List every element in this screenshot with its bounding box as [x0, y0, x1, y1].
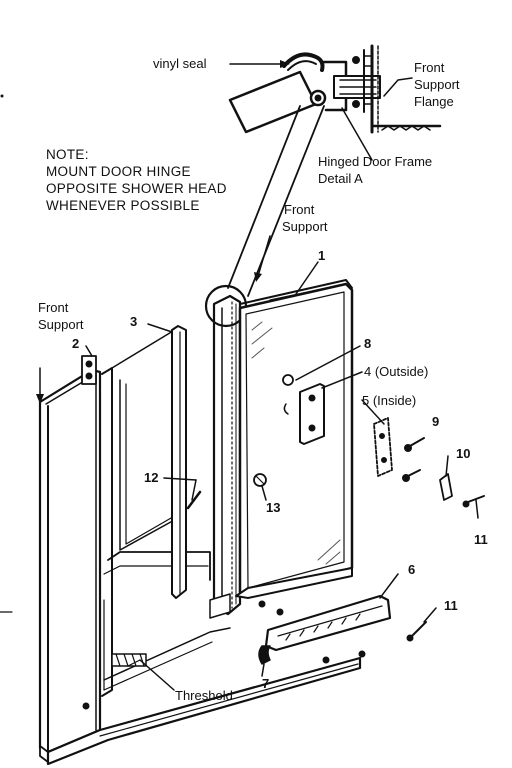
callout-8: 8 [364, 336, 372, 351]
callout-3: 3 [130, 314, 138, 329]
threshold [46, 593, 362, 766]
label-threshold: Threshold [175, 688, 233, 703]
callout-1: 1 [318, 248, 326, 263]
callout-13: 13 [266, 500, 281, 515]
callout-2: 2 [72, 336, 80, 351]
detail-a-inset [228, 44, 442, 134]
note-line-2: OPPOSITE SHOWER HEAD [46, 181, 227, 196]
door-panel [235, 279, 354, 599]
callout-11-lower: 11 [444, 598, 458, 613]
label-front-support-flange-3: Flange [414, 94, 454, 109]
callout-11-upper: 11 [474, 532, 488, 547]
door-jamb-strip [171, 325, 187, 599]
callout-7: 7 [262, 676, 270, 691]
part-12-pin [186, 490, 202, 510]
part-7-end-cap [258, 645, 271, 665]
label-front-support-mid-1: Front [284, 202, 315, 217]
screw-9 [402, 437, 425, 482]
label-front-support-left-2: Support [38, 317, 84, 332]
label-front-support-flange-1: Front [414, 60, 445, 75]
screw-11-upper [467, 495, 485, 503]
left-front-support-panel [36, 355, 102, 763]
label-front-support-left-1: Front [38, 300, 69, 315]
label-hinged-door-frame: Hinged Door Frame [318, 154, 433, 169]
part-8-bumper [282, 374, 294, 386]
callout-9: 9 [432, 414, 440, 429]
callout-6: 6 [408, 562, 416, 577]
screw-11-lower [411, 621, 427, 637]
hinge-rail [212, 294, 242, 616]
inner-frame [101, 327, 211, 697]
handle-inside [373, 417, 393, 477]
callout-5-inside: 5 (Inside) [362, 393, 417, 408]
note-line-3: WHENEVER POSSIBLE [46, 198, 200, 213]
label-front-support-mid-2: Support [282, 219, 328, 234]
note-line-1: MOUNT DOOR HINGE [46, 164, 191, 179]
part-10-clip [439, 473, 453, 501]
label-front-support-flange-2: Support [414, 77, 460, 92]
callout-10: 10 [456, 446, 471, 461]
handle-outside [283, 383, 325, 445]
part-6-sweep [264, 594, 392, 652]
label-vinyl-seal: vinyl seal [153, 56, 207, 71]
label-detail-a: Detail A [318, 171, 363, 186]
callout-12: 12 [144, 470, 159, 485]
note-heading: NOTE: [46, 147, 89, 162]
part-13 [253, 473, 267, 487]
callout-4-outside: 4 (Outside) [364, 364, 429, 379]
